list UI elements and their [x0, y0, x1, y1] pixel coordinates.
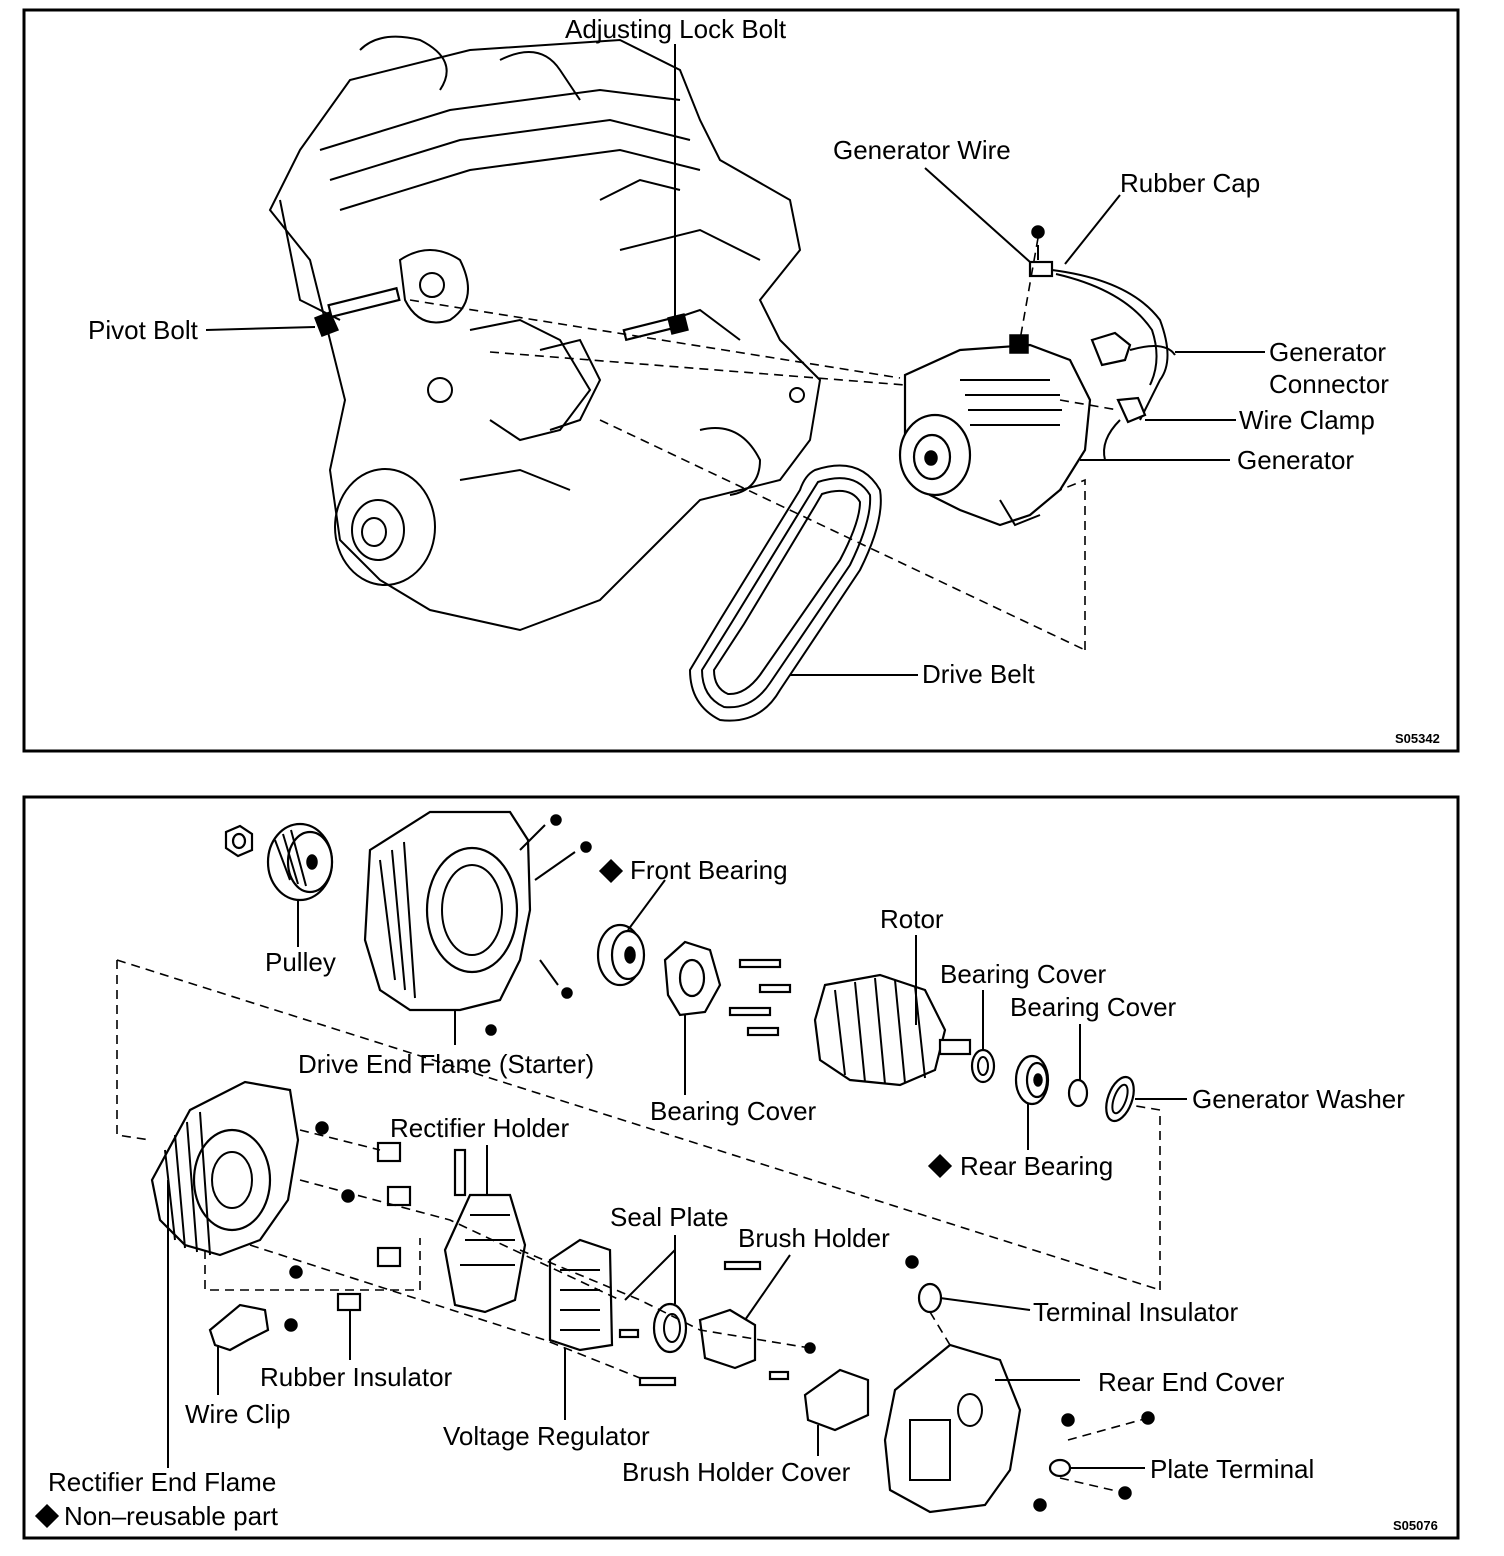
figure1-code: S05342: [1395, 731, 1440, 746]
figure2-frame: [22, 795, 1460, 1540]
figure2-code: S05076: [1393, 1518, 1438, 1533]
label-pivot-bolt: Pivot Bolt: [88, 315, 199, 345]
label-generator: Generator: [1237, 445, 1354, 475]
label-wire-clip: Wire Clip: [185, 1399, 290, 1429]
label-rear-end-cover: Rear End Cover: [1098, 1367, 1285, 1397]
label-drive-belt: Drive Belt: [922, 659, 1035, 689]
seal-plate-illustration: [652, 1302, 688, 1354]
label-generator-connector-line1: Generator: [1269, 337, 1386, 367]
figure-generator-exploded: Front Bearing Rotor Pulley Bearing Cover…: [22, 795, 1460, 1540]
engine-block-illustration: [268, 35, 822, 632]
rectifier-holder-illustration: [443, 1148, 527, 1314]
voltage-regulator-illustration: [548, 1238, 677, 1387]
rubber-insulator-illustration: [336, 1141, 412, 1312]
label-bearing-cover-3: Bearing Cover: [650, 1096, 817, 1126]
legend-non-reusable-part: Non–reusable part: [64, 1501, 279, 1531]
brush-holder-cover-illustration: [803, 1368, 870, 1432]
rear-bearing-group-illustration: [970, 1048, 1135, 1123]
figure1-frame: [22, 8, 1460, 753]
figure1-assembly-lines: [409, 237, 1119, 651]
front-bearing-illustration: [596, 923, 646, 987]
label-terminal-insulator: Terminal Insulator: [1033, 1297, 1239, 1327]
wire-clip-illustration: [208, 1303, 270, 1352]
label-generator-washer: Generator Washer: [1192, 1084, 1405, 1114]
label-rear-bearing: Rear Bearing: [960, 1151, 1113, 1181]
generator-illustration: [898, 334, 1092, 527]
rectifier-end-frame-illustration: [150, 1080, 355, 1332]
label-pulley: Pulley: [265, 947, 336, 977]
label-brush-holder-cover: Brush Holder Cover: [622, 1457, 851, 1487]
label-voltage-regulator: Voltage Regulator: [443, 1421, 650, 1451]
pulley-illustration: [224, 822, 334, 902]
label-rotor: Rotor: [880, 904, 944, 934]
terminal-insulator-illustration: [905, 1255, 943, 1314]
label-drive-end-flame: Drive End Flame (Starter): [298, 1049, 594, 1079]
pivot-bolt-illustration: [314, 286, 401, 337]
figure2-assembly-lines: [116, 959, 1161, 1494]
label-rectifier-holder: Rectifier Holder: [390, 1113, 570, 1143]
label-wire-clamp: Wire Clamp: [1239, 405, 1375, 435]
bearing-cover-plate-illustration: [663, 940, 792, 1037]
label-adjusting-lock-bolt: Adjusting Lock Bolt: [565, 14, 787, 44]
rear-end-cover-illustration: [883, 1343, 1155, 1514]
label-plate-terminal: Plate Terminal: [1150, 1454, 1314, 1484]
drive-belt-illustration: [688, 464, 882, 722]
non-reusable-marker-rear-bearing: [927, 1153, 953, 1179]
label-rectifier-end-flame: Rectifier End Flame: [48, 1467, 276, 1497]
label-generator-connector-line2: Connector: [1269, 369, 1389, 399]
rotor-illustration: [813, 973, 972, 1087]
label-generator-wire: Generator Wire: [833, 135, 1011, 165]
label-bearing-cover-2: Bearing Cover: [1010, 992, 1177, 1022]
label-rubber-insulator: Rubber Insulator: [260, 1362, 453, 1392]
non-reusable-legend-marker: [34, 1503, 60, 1529]
figure1-leader-lines: [205, 44, 1265, 676]
figure2-leader-lines: [167, 879, 1187, 1469]
label-rubber-cap: Rubber Cap: [1120, 168, 1260, 198]
label-seal-plate: Seal Plate: [610, 1202, 729, 1232]
label-bearing-cover-1: Bearing Cover: [940, 959, 1107, 989]
generator-wire-illustration: [1028, 225, 1176, 461]
label-front-bearing: Front Bearing: [630, 855, 788, 885]
figure-engine-generator: Adjusting Lock Bolt Generator Wire Rubbe…: [22, 8, 1460, 753]
brush-holder-illustration: [698, 1260, 816, 1381]
non-reusable-marker-front-bearing: [598, 858, 624, 884]
drive-end-frame-illustration: [363, 810, 592, 1036]
label-brush-holder: Brush Holder: [738, 1223, 890, 1253]
